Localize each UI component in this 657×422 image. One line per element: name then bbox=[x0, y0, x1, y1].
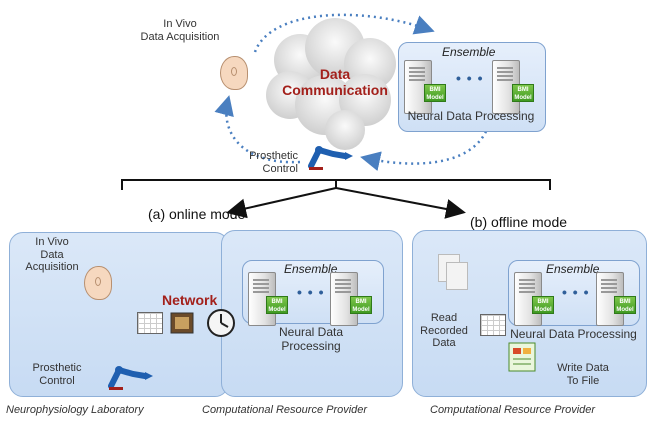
bmi-model-icon: BMI Model bbox=[424, 84, 446, 102]
online-in-vivo-label: In Vivo Data Acquisition bbox=[25, 236, 79, 274]
network-label: Network bbox=[162, 292, 218, 308]
document-icon bbox=[508, 342, 536, 372]
online-ensemble-title: Ensemble bbox=[284, 262, 338, 276]
offline-mode-label: (b) offline mode bbox=[470, 214, 568, 230]
robot-arm-icon bbox=[108, 366, 153, 390]
data-communication-label: Data Communication bbox=[282, 66, 388, 99]
robot-arm-icon bbox=[308, 146, 353, 170]
bmi-model-icon: BMI Model bbox=[350, 296, 372, 314]
write-data-label: Write Data To File bbox=[557, 362, 609, 387]
server-icon bbox=[248, 272, 276, 326]
offline-ensemble-title: Ensemble bbox=[546, 262, 600, 276]
lab-caption: Neurophysiology Laboratory bbox=[6, 404, 144, 416]
ellipsis-icon: • • • bbox=[456, 70, 484, 86]
film-icon bbox=[170, 312, 194, 334]
bmi-model-icon: BMI Model bbox=[266, 296, 288, 314]
online-mode-label: (a) online mode bbox=[148, 206, 246, 222]
top-in-vivo-label: In Vivo Data Acquisition bbox=[140, 18, 220, 43]
offline-provider-caption: Computational Resource Provider bbox=[430, 404, 596, 416]
top-prosthetic-label: Prosthetic Control bbox=[249, 150, 298, 175]
offline-neural-processing-label: Neural Data Processing bbox=[510, 327, 637, 341]
online-prosthetic-label: Prosthetic Control bbox=[32, 362, 82, 387]
read-recorded-label: Read Recorded Data bbox=[420, 312, 468, 350]
top-neural-processing-label: Neural Data Processing bbox=[407, 109, 535, 123]
bmi-model-icon: BMI Model bbox=[512, 84, 534, 102]
chart-icon bbox=[480, 314, 506, 336]
clock-icon bbox=[207, 309, 235, 337]
online-provider-caption: Computational Resource Provider bbox=[202, 404, 368, 416]
head-icon bbox=[84, 266, 112, 300]
bmi-model-icon: BMI Model bbox=[532, 296, 554, 314]
ellipsis-icon: • • • bbox=[297, 284, 325, 300]
bmi-model-icon: BMI Model bbox=[614, 296, 636, 314]
document-icon bbox=[446, 262, 468, 290]
chart-icon bbox=[137, 312, 163, 334]
ellipsis-icon: • • • bbox=[562, 284, 590, 300]
top-ensemble-title: Ensemble bbox=[442, 45, 496, 59]
online-neural-processing-label: Neural Data Processing bbox=[278, 325, 344, 353]
head-icon bbox=[220, 56, 248, 90]
cloud-icon bbox=[266, 18, 396, 150]
